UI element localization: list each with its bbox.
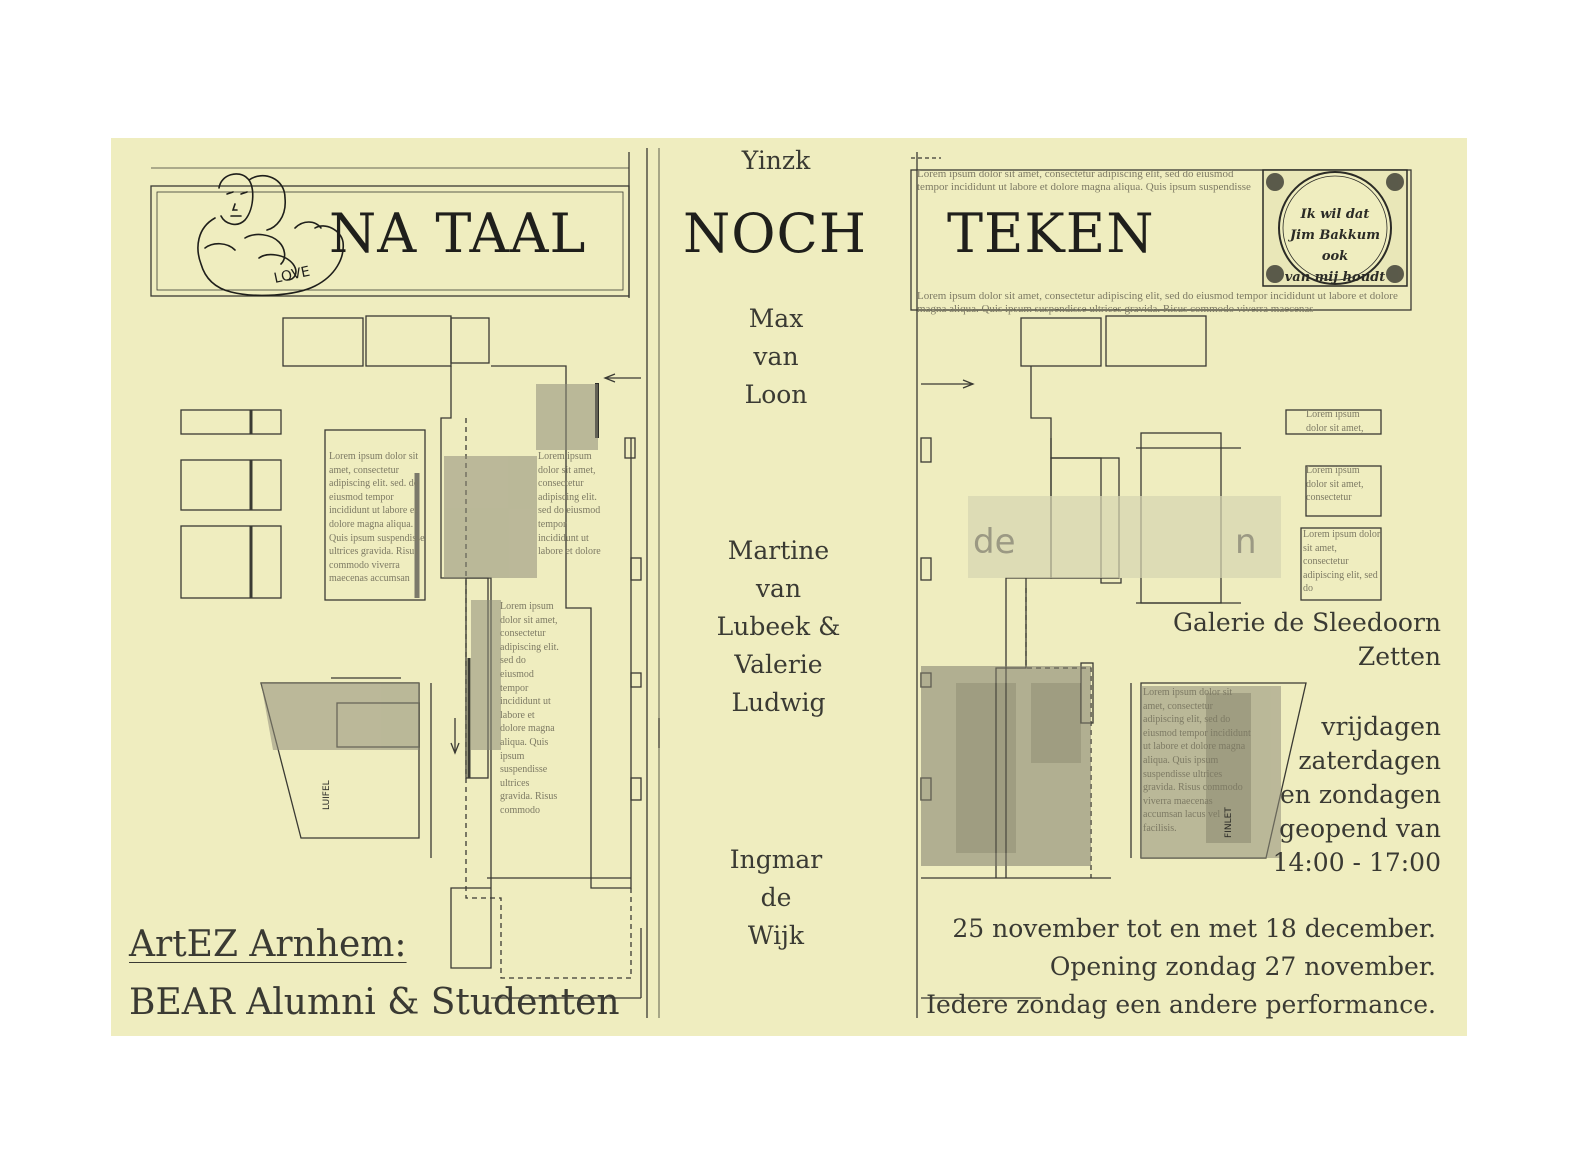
header-lorem-bottom: Lorem ipsum dolor sit amet, consectetur … xyxy=(917,290,1398,315)
lorem-block-right-2: Lorem ipsum dolor sit amet, consectetur xyxy=(1306,465,1364,504)
faded-gallery-logo: de n xyxy=(973,514,1273,574)
floor-plan-drawing xyxy=(150,148,1412,1018)
hours-line: zaterdagen xyxy=(1298,746,1441,775)
stamp-line-2: Jim Bakkum ook xyxy=(1289,228,1380,264)
stamp-ornament-icon xyxy=(1262,169,1408,287)
title-part-3: TEKEN xyxy=(947,202,1155,265)
artist-max-van-loon: Max van Loon xyxy=(701,300,851,414)
venue-name: Galerie de Sleedoorn xyxy=(1173,608,1441,637)
institution-line-1: ArtEZ Arnhem: xyxy=(129,924,407,965)
title-part-1: NA TAAL xyxy=(329,202,587,265)
lorem-block-narrow: Lorem ipsum dolor sit amet, consectetur … xyxy=(500,601,559,816)
hours-line: geopend van xyxy=(1279,814,1441,843)
exhibition-dates: 25 november tot en met 18 december. Open… xyxy=(841,910,1436,1024)
stamp-line-3: van mij houdt xyxy=(1284,270,1386,285)
poster: LOVE NA TAAL NOCH TEKEN Lorem ipsum dolo… xyxy=(111,138,1467,1036)
artist-martine-valerie: Martine van Lubeek & Valerie Ludwig xyxy=(691,532,866,722)
hours-line: vrijdagen xyxy=(1321,712,1441,741)
couple-sketch-illustration: LOVE xyxy=(197,173,344,297)
venue-city: Zetten xyxy=(1357,642,1441,671)
header-lorem-top: Lorem ipsum dolor sit amet, consectetur … xyxy=(917,168,1251,196)
hours-line: en zondagen xyxy=(1280,780,1441,809)
artist-line: Ludwig xyxy=(731,688,826,717)
dates-line: Opening zondag 27 november. xyxy=(1049,952,1436,981)
lorem-block-mid: Lorem ipsum dolor sit amet, consectetur … xyxy=(538,451,601,558)
artist-line: Valerie xyxy=(734,650,823,679)
logo-text-left: de xyxy=(973,522,1016,562)
artist-ingmar-de-wijk: Ingmar de Wijk xyxy=(701,841,851,955)
artist-line: Max xyxy=(748,304,804,333)
venue-info: Galerie de Sleedoorn Zetten xyxy=(1141,606,1441,674)
artist-line: Wijk xyxy=(747,921,805,950)
artist-line: de xyxy=(760,883,792,912)
title-part-2: NOCH xyxy=(683,202,867,265)
lorem-block-right-3: Lorem ipsum dolor sit amet, consectetur … xyxy=(1303,529,1381,595)
artist-line: van xyxy=(755,574,802,603)
sketch-love-text: LOVE xyxy=(273,264,312,287)
logo-text-right: n xyxy=(1235,522,1257,562)
artist-line: Lubeek & xyxy=(716,612,841,641)
artist-line: Ingmar xyxy=(729,845,823,874)
lorem-block-left: Lorem ipsum dolor sit amet, consectetur … xyxy=(329,451,425,585)
artist-line: van xyxy=(753,342,799,371)
hours-line: 14:00 - 17:00 xyxy=(1272,848,1441,877)
opening-hours: vrijdagen zaterdagen en zondagen geopend… xyxy=(1191,710,1441,880)
label-luifel: LUIFEL xyxy=(322,780,332,810)
lorem-block-right-low: Lorem ipsum dolor sit amet, consectetur … xyxy=(1143,687,1251,834)
stamp-badge: Ik wil dat Jim Bakkum ook van mij houdt xyxy=(1261,168,1409,288)
artist-line: Martine xyxy=(727,536,830,565)
artist-yinzk: Yinzk xyxy=(741,146,811,175)
stamp-line-1: Ik wil dat xyxy=(1300,207,1370,222)
dates-line: 25 november tot en met 18 december. xyxy=(952,914,1436,943)
institution: ArtEZ Arnhem: BEAR Alumni & Studenten xyxy=(129,916,620,1032)
institution-line-2: BEAR Alumni & Studenten xyxy=(129,982,620,1023)
lorem-block-right-1: Lorem ipsum dolor sit amet, xyxy=(1306,409,1364,434)
dates-line: Iedere zondag een andere performance. xyxy=(926,990,1436,1019)
artist-line: Loon xyxy=(744,380,808,409)
